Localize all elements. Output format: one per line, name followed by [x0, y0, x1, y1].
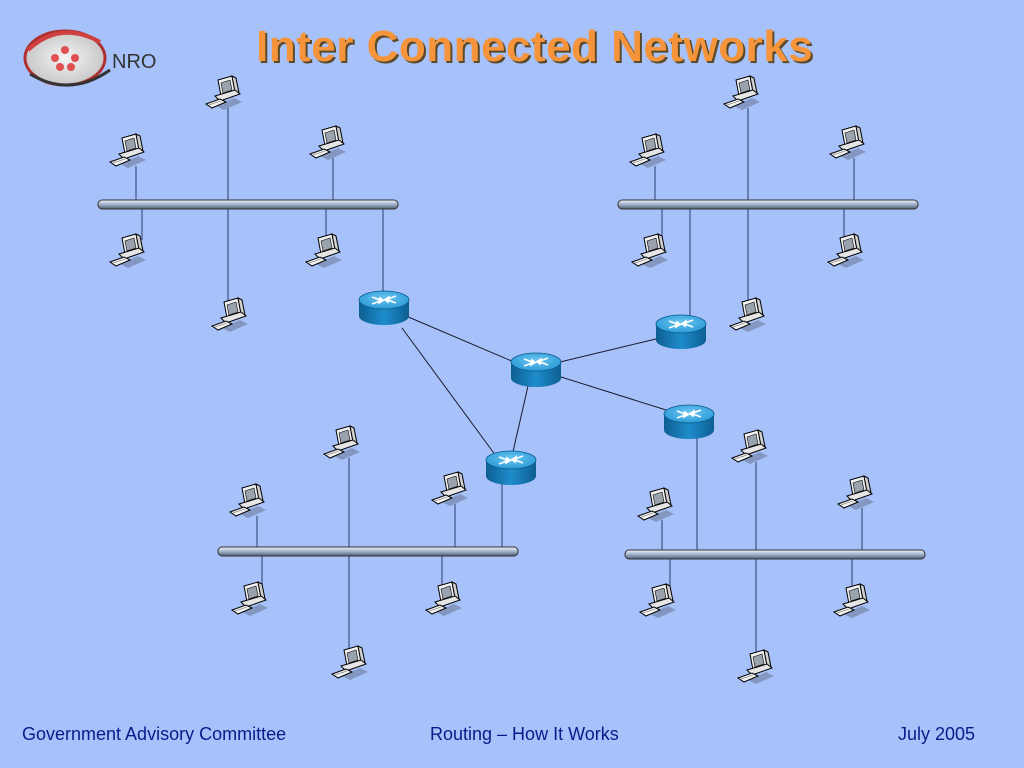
desktop-computer-icon [731, 429, 769, 465]
network-bus-1 [97, 199, 399, 210]
footer-right: July 2005 [898, 724, 976, 744]
desktop-computer-icon [631, 233, 669, 269]
desktop-computer-icon [827, 233, 865, 269]
computers [109, 75, 875, 685]
router-link-3 [557, 375, 667, 411]
desktop-computer-icon [431, 471, 469, 507]
footer-left: Government Advisory Committee [22, 724, 287, 744]
footer-center: Routing – How It Works [430, 724, 619, 744]
desktop-computer-icon [305, 233, 343, 269]
desktop-computer-icon [723, 75, 761, 111]
desktop-computer-icon [109, 233, 147, 269]
router-icon [358, 290, 410, 326]
network-bus-4 [624, 549, 926, 560]
desktop-computer-icon [109, 133, 147, 169]
desktop-computer-icon [205, 75, 243, 111]
router-icon [485, 450, 537, 486]
desktop-computer-icon [639, 583, 677, 619]
router-link-2 [559, 337, 661, 363]
logo-text: NRO [112, 51, 156, 73]
router-icon [663, 404, 715, 440]
slide-title: Inter Connected Networks [256, 22, 814, 71]
routers [358, 290, 715, 486]
desktop-computer-icon [833, 583, 871, 619]
desktop-computer-icon [323, 425, 361, 461]
network-bus-3 [217, 546, 519, 557]
desktop-computer-icon [309, 125, 347, 161]
desktop-computer-icon [425, 581, 463, 617]
router-links [401, 315, 667, 457]
nro-logo: NRO [23, 29, 156, 87]
desktop-computer-icon [629, 133, 667, 169]
desktop-computer-icon [737, 649, 775, 685]
desktop-computer-icon [829, 125, 867, 161]
router-link-4 [401, 327, 497, 457]
router-link-5 [511, 385, 529, 457]
desktop-computer-icon [211, 297, 249, 333]
router-icon [655, 314, 707, 350]
network-cables [135, 108, 863, 654]
router-link-1 [405, 315, 515, 363]
desktop-computer-icon [231, 581, 269, 617]
desktop-computer-icon [331, 645, 369, 681]
desktop-computer-icon [637, 487, 675, 523]
desktop-computer-icon [837, 475, 875, 511]
desktop-computer-icon [729, 297, 767, 333]
router-icon [510, 352, 562, 388]
network-bus-2 [617, 199, 919, 210]
network-buses [97, 199, 926, 560]
desktop-computer-icon [229, 483, 267, 519]
